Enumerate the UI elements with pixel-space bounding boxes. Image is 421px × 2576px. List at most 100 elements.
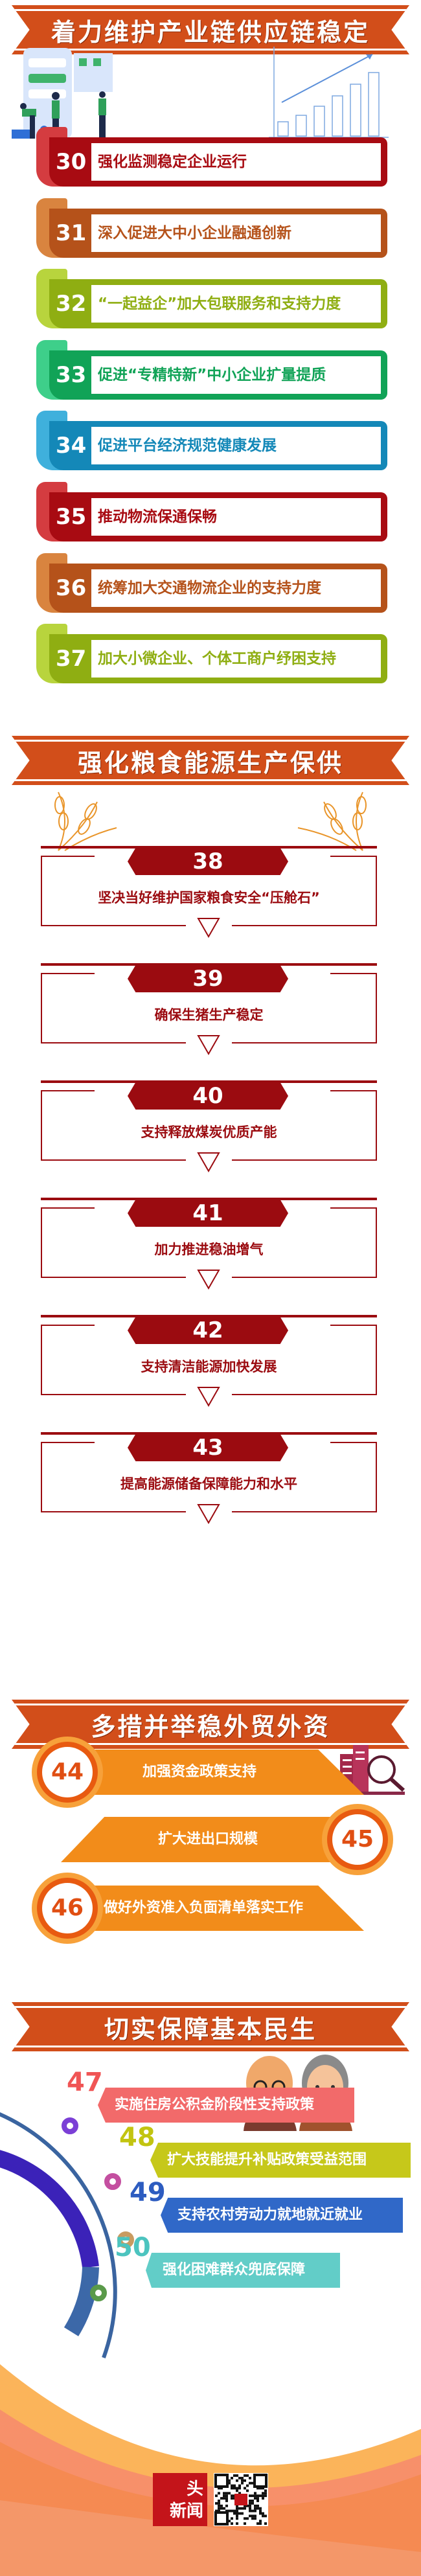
item-panel bbox=[91, 569, 381, 607]
top-rule bbox=[41, 1198, 377, 1200]
orbit-dot-icon bbox=[104, 2173, 121, 2190]
top-rule bbox=[41, 1432, 377, 1435]
item-text: 强化监测稳定企业运行 bbox=[98, 154, 247, 170]
top-rule bbox=[41, 1080, 377, 1083]
frame-bottom-right bbox=[232, 925, 377, 926]
frame-bottom-right bbox=[232, 1159, 377, 1161]
item-text: 促进平台经济规范健康发展 bbox=[98, 437, 277, 455]
industry-item[interactable]: 31 深入促进大中小企业融通创新 bbox=[36, 198, 387, 258]
item-number: 32 bbox=[56, 291, 87, 317]
section-banner-industry: 着力维护产业链供应链稳定 bbox=[12, 5, 409, 54]
down-triangle-icon bbox=[197, 917, 220, 939]
top-rule bbox=[41, 963, 377, 966]
wheat-right-icon bbox=[297, 792, 367, 851]
frame-right bbox=[376, 1442, 377, 1512]
frame-stub-left bbox=[41, 1325, 95, 1326]
item-number: 35 bbox=[56, 504, 87, 530]
item-number: 47 bbox=[67, 2068, 103, 2097]
industry-item[interactable]: 34 促进平台经济规范健康发展 bbox=[36, 411, 387, 471]
item-panel bbox=[91, 356, 381, 394]
item-text: 深入促进大中小企业融通创新 bbox=[98, 224, 291, 242]
item-text: 支持释放煤炭优质产能 bbox=[141, 1124, 277, 1140]
frame-stub-left bbox=[41, 1207, 95, 1209]
number-badge: 39 bbox=[128, 965, 288, 992]
top-rule bbox=[41, 1315, 377, 1317]
frame-stub-right bbox=[330, 1442, 377, 1443]
frame-left bbox=[41, 1325, 42, 1395]
item-number: 34 bbox=[56, 433, 87, 459]
down-triangle-icon bbox=[197, 1386, 220, 1408]
frame-stub-left bbox=[41, 856, 95, 857]
number-circle: 45 bbox=[322, 1804, 393, 1875]
industry-item[interactable]: 32 “一起益企”加大包联服务和支持力度 bbox=[36, 269, 387, 329]
item-panel bbox=[91, 143, 381, 181]
item-text: 支持清洁能源加快发展 bbox=[141, 1359, 277, 1374]
ring: 46 bbox=[37, 1878, 98, 1939]
frame-stub-left bbox=[41, 1442, 95, 1443]
item-number: 45 bbox=[332, 1814, 383, 1865]
item-number: 36 bbox=[56, 575, 87, 601]
trade-item-bar[interactable]: 做好外资准入负面清单落实工作 bbox=[78, 1886, 364, 1931]
growth-bar-chart-icon bbox=[269, 47, 389, 142]
number-circle: 44 bbox=[32, 1737, 103, 1808]
frame-stub-right bbox=[330, 1207, 377, 1209]
item-number: 50 bbox=[115, 2233, 151, 2263]
item-text: 加大小微企业、个体工商户纾困支持 bbox=[98, 650, 336, 668]
industry-item[interactable]: 35 推动物流保通保畅 bbox=[36, 482, 387, 541]
frame-left bbox=[41, 1207, 42, 1278]
logo-text-top: 头 bbox=[186, 2479, 203, 2499]
trade-item-bar[interactable]: 加强资金政策支持 bbox=[78, 1750, 364, 1795]
livelihood-item-bar[interactable]: 支持农村劳动力就地就近就业 bbox=[161, 2198, 403, 2233]
section-title: 强化粮食能源生产保供 bbox=[77, 748, 343, 777]
frame-stub-right bbox=[330, 1090, 377, 1091]
item-text: “一起益企”加大包联服务和支持力度 bbox=[98, 295, 341, 313]
down-triangle-icon bbox=[197, 1034, 220, 1056]
item-text: 推动物流保通保畅 bbox=[98, 508, 217, 525]
frame-right bbox=[376, 973, 377, 1043]
footer-wave-background bbox=[0, 2364, 421, 2576]
item-panel bbox=[91, 285, 381, 323]
item-panel bbox=[91, 640, 381, 678]
frame-bottom-left bbox=[41, 1042, 186, 1043]
frame-bottom-right bbox=[232, 1277, 377, 1278]
frame-bottom-left bbox=[41, 1511, 186, 1512]
section-title: 多措并举稳外贸外资 bbox=[91, 1712, 330, 1741]
item-number: 49 bbox=[130, 2178, 166, 2207]
section-title: 切实保障基本民生 bbox=[104, 2014, 317, 2044]
frame-left bbox=[41, 856, 42, 926]
qr-code[interactable] bbox=[214, 2473, 268, 2526]
item-number: 46 bbox=[42, 1883, 93, 1933]
trade-item-bar[interactable]: 扩大进出口规模 bbox=[61, 1817, 333, 1862]
logo-text-bottom: 新闻 bbox=[169, 2502, 203, 2521]
frame-right bbox=[376, 856, 377, 926]
livelihood-item-bar[interactable]: 实施住房公积金阶段性支持政策 bbox=[98, 2088, 354, 2123]
section-banner-energy: 强化粮食能源生产保供 bbox=[12, 736, 409, 785]
number-badge: 43 bbox=[128, 1434, 288, 1461]
office-people-illustration bbox=[12, 48, 113, 139]
item-panel bbox=[91, 498, 381, 536]
number-badge: 38 bbox=[128, 848, 288, 875]
item-text: 确保生猪生产稳定 bbox=[154, 1007, 264, 1023]
down-triangle-icon bbox=[197, 1152, 220, 1173]
top-rule bbox=[41, 846, 377, 849]
livelihood-item-bar[interactable]: 扩大技能提升补贴政策受益范围 bbox=[150, 2143, 411, 2178]
energy-item[interactable]: 40 支持释放煤炭优质产能 bbox=[41, 1080, 377, 1178]
energy-item[interactable]: 39 确保生猪生产稳定 bbox=[41, 963, 377, 1060]
number-badge: 40 bbox=[128, 1082, 288, 1110]
item-number: 31 bbox=[56, 220, 87, 246]
ring: 45 bbox=[327, 1809, 388, 1870]
item-panel bbox=[91, 427, 381, 465]
frame-bottom-left bbox=[41, 1277, 186, 1278]
frame-left bbox=[41, 1090, 42, 1161]
livelihood-item-bar[interactable]: 强化困难群众兜底保障 bbox=[146, 2253, 340, 2288]
frame-left bbox=[41, 1442, 42, 1512]
section-banner-livelihood: 切实保障基本民生 bbox=[12, 2002, 409, 2051]
